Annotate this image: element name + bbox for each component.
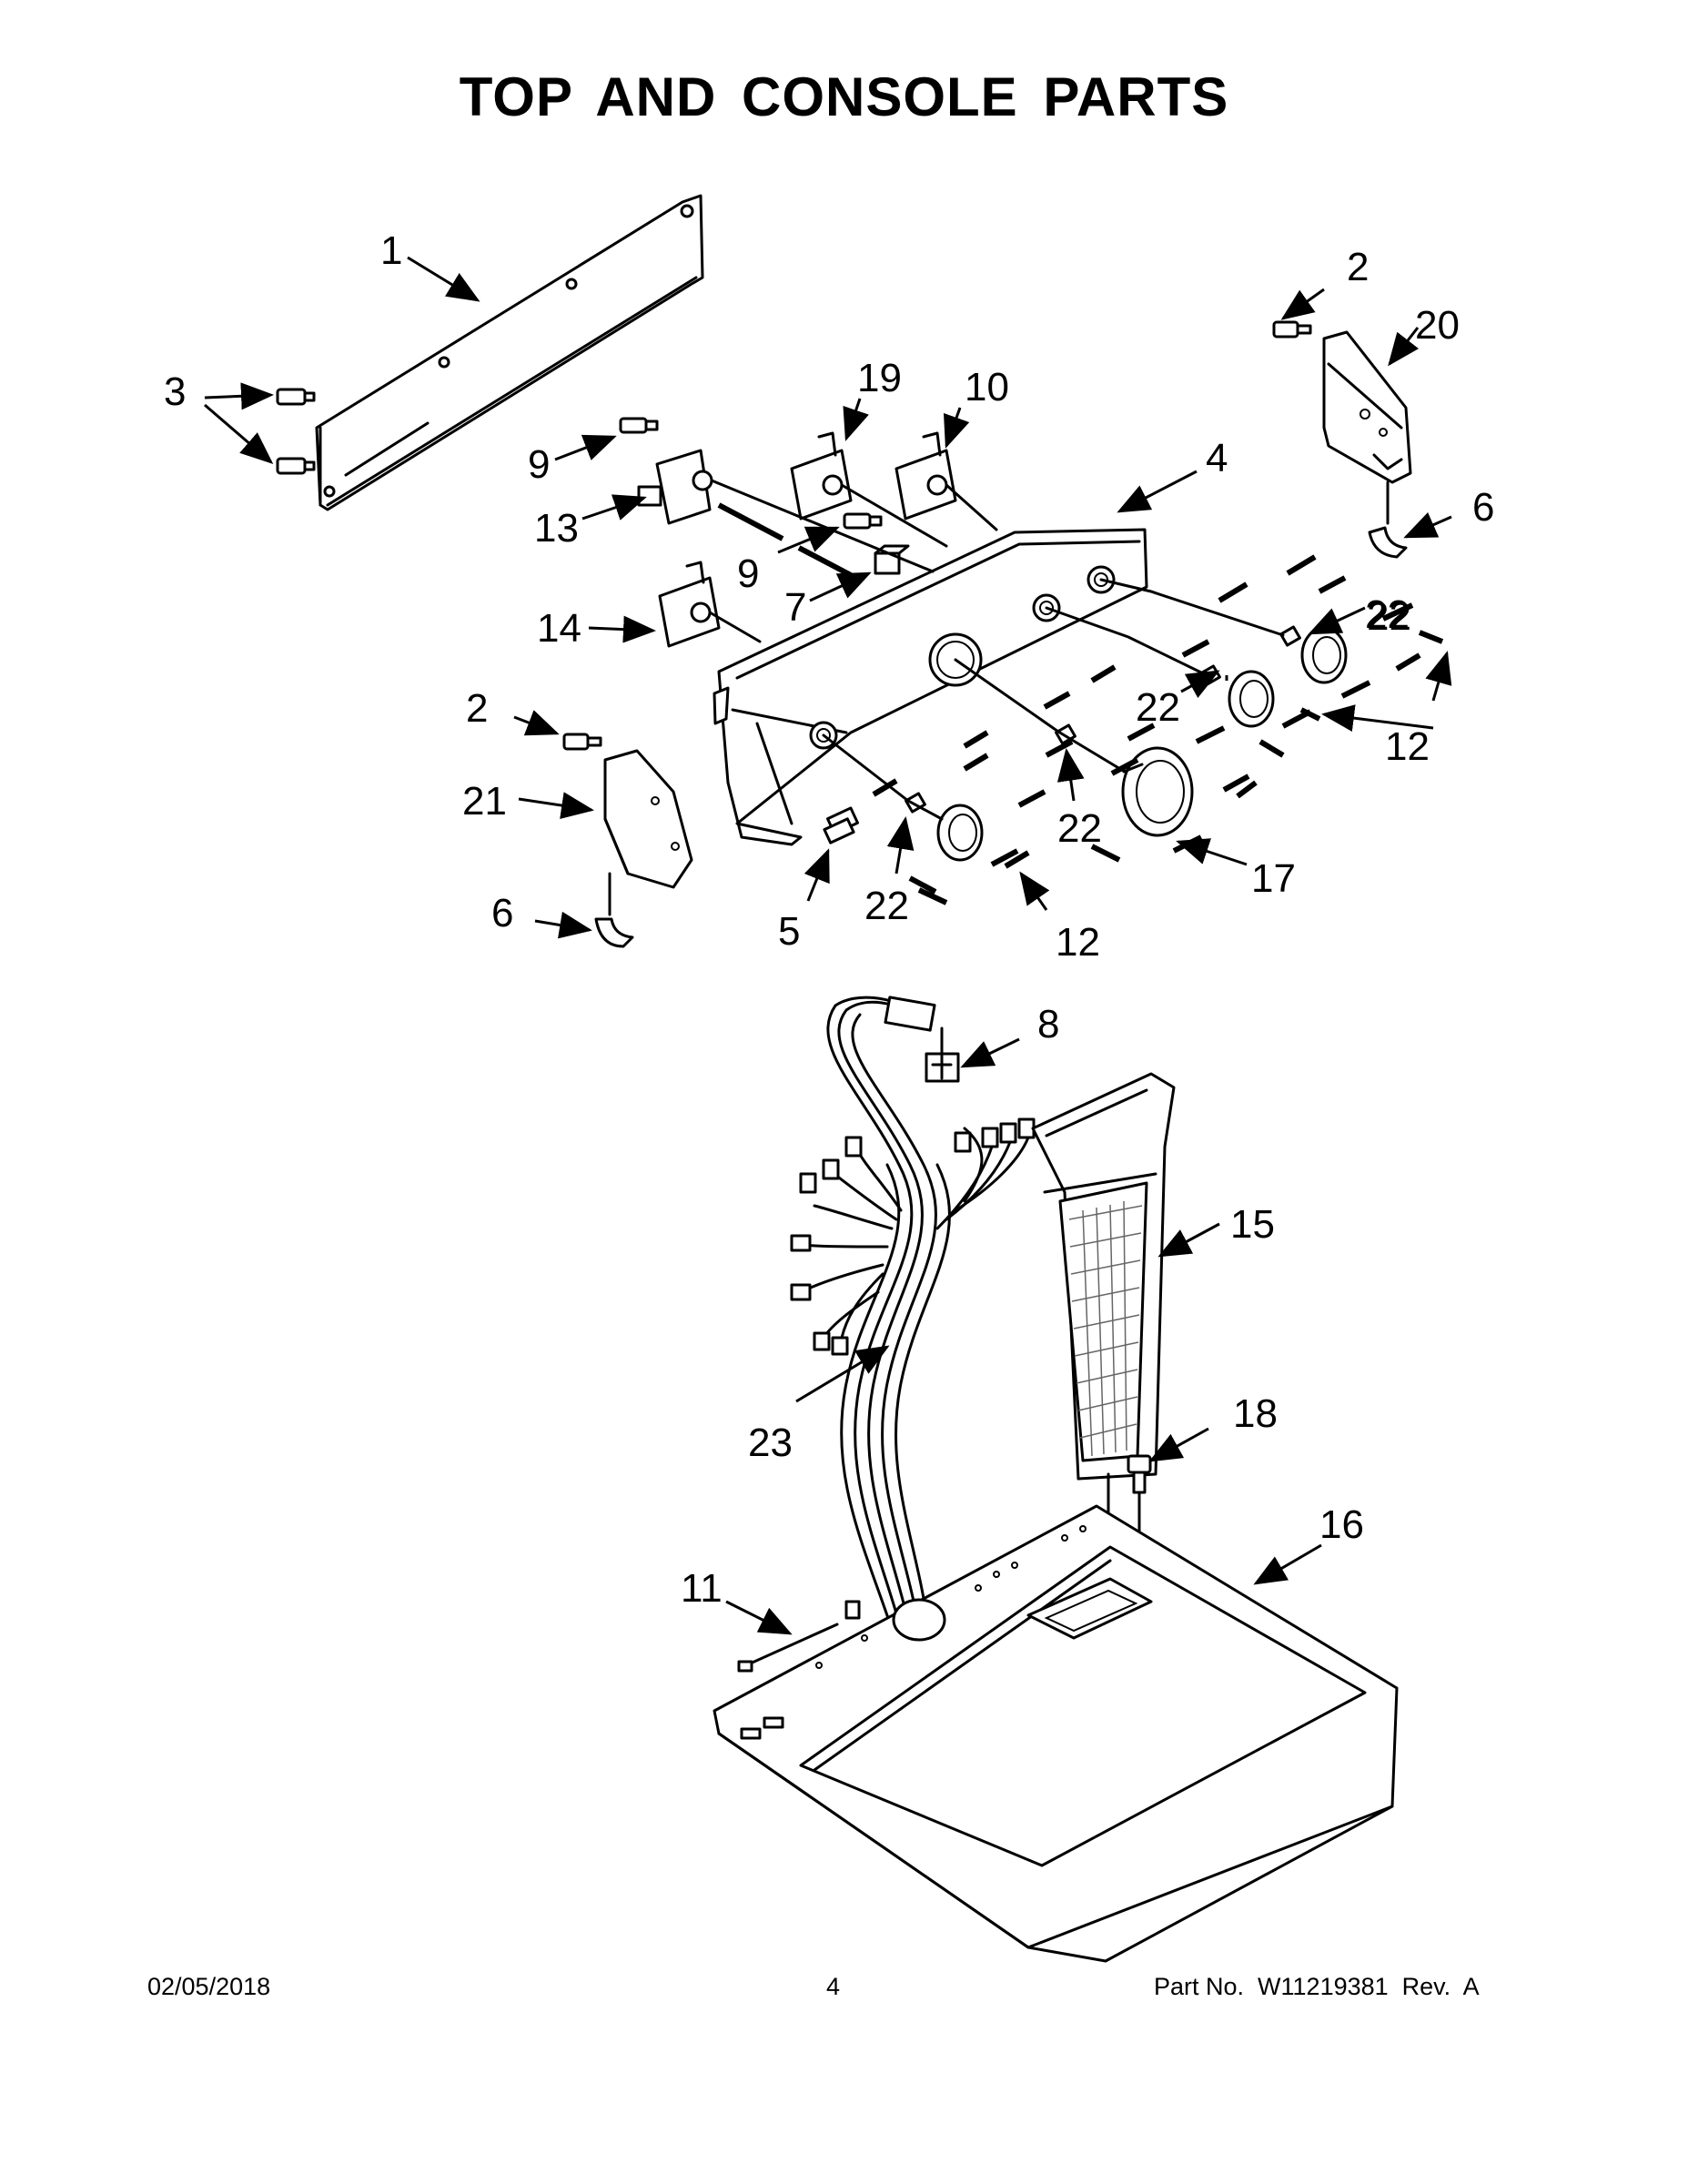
callout-16: 16 bbox=[1319, 1502, 1364, 1547]
callout-9: 9 bbox=[528, 442, 550, 487]
callout-15: 15 bbox=[1230, 1202, 1275, 1247]
knob-part-17 bbox=[1121, 746, 1194, 837]
clip-part-6b bbox=[594, 872, 634, 948]
callout-17: 17 bbox=[1251, 856, 1296, 901]
switch-part-19 bbox=[790, 431, 853, 521]
rear-panel-part bbox=[315, 194, 704, 511]
callout-14: 14 bbox=[537, 606, 581, 651]
clip-part-6a bbox=[1368, 480, 1408, 559]
screw-part-3a bbox=[276, 388, 316, 406]
ring-part-12a bbox=[1300, 626, 1348, 684]
footer-part-number: Part No. W11219381 Rev. A bbox=[1154, 1973, 1480, 2000]
callout-3: 3 bbox=[164, 369, 186, 414]
callout-21: 21 bbox=[462, 779, 507, 824]
screw-part-2a bbox=[1272, 320, 1312, 339]
callout-labels: 1 2 2 3 4 5 6 6 7 8 9 9 10 11 12 12 13 1… bbox=[164, 228, 1494, 1611]
callout-18: 18 bbox=[1233, 1391, 1278, 1436]
callout-12: 12 bbox=[1385, 724, 1430, 769]
callout-9: 9 bbox=[737, 551, 759, 596]
callout-22: 22 bbox=[1367, 594, 1411, 639]
callout-13: 13 bbox=[534, 506, 579, 551]
callout-7: 7 bbox=[784, 585, 806, 630]
switch-part-10 bbox=[895, 431, 957, 521]
ring-part-12b bbox=[1228, 670, 1275, 728]
callout-6: 6 bbox=[491, 891, 513, 935]
top-panel-part-16 bbox=[713, 1504, 1399, 1963]
leader-lines bbox=[204, 256, 1452, 1635]
thermistor-part-11 bbox=[737, 1600, 861, 1673]
end-cap-part-21 bbox=[603, 749, 693, 889]
footer-page-number: 4 bbox=[826, 1973, 841, 2000]
connector-part-8 bbox=[925, 1026, 960, 1083]
callout-5: 5 bbox=[778, 909, 800, 954]
callout-23: 23 bbox=[748, 1421, 793, 1465]
screw-part-3b bbox=[276, 457, 316, 475]
callout-22: 22 bbox=[1136, 685, 1180, 730]
page-title: TOP AND CONSOLE PARTS bbox=[459, 66, 1229, 127]
callout-2: 2 bbox=[1347, 245, 1369, 289]
end-cap-part-20 bbox=[1322, 330, 1412, 484]
timer-part-13 bbox=[637, 449, 713, 525]
callout-20: 20 bbox=[1415, 303, 1460, 348]
led-part-5 bbox=[823, 817, 855, 844]
wire-harness-part-23 bbox=[790, 996, 1036, 1631]
callout-22: 22 bbox=[1365, 592, 1410, 637]
console-part bbox=[713, 528, 1148, 846]
footer-date: 02/05/2018 bbox=[147, 1973, 271, 2000]
screw-part-9a bbox=[619, 417, 659, 434]
screw-part-2b bbox=[562, 733, 602, 751]
callout-22: 22 bbox=[1057, 806, 1102, 851]
callout-8: 8 bbox=[1037, 1002, 1059, 1046]
callout-4: 4 bbox=[1206, 436, 1228, 480]
callout-11: 11 bbox=[681, 1566, 723, 1611]
callout-2: 2 bbox=[466, 686, 488, 731]
callout-6: 6 bbox=[1472, 485, 1494, 530]
callout-12: 12 bbox=[1056, 920, 1100, 965]
switch-part-14 bbox=[658, 561, 721, 648]
ring-part-12c bbox=[936, 804, 984, 862]
callout-22: 22 bbox=[864, 884, 909, 928]
lint-screen-part-15 bbox=[1031, 1072, 1176, 1481]
callout-1: 1 bbox=[380, 228, 402, 273]
callout-19: 19 bbox=[857, 356, 902, 400]
callout-10: 10 bbox=[965, 365, 1009, 410]
screw-part-9b bbox=[843, 512, 883, 530]
